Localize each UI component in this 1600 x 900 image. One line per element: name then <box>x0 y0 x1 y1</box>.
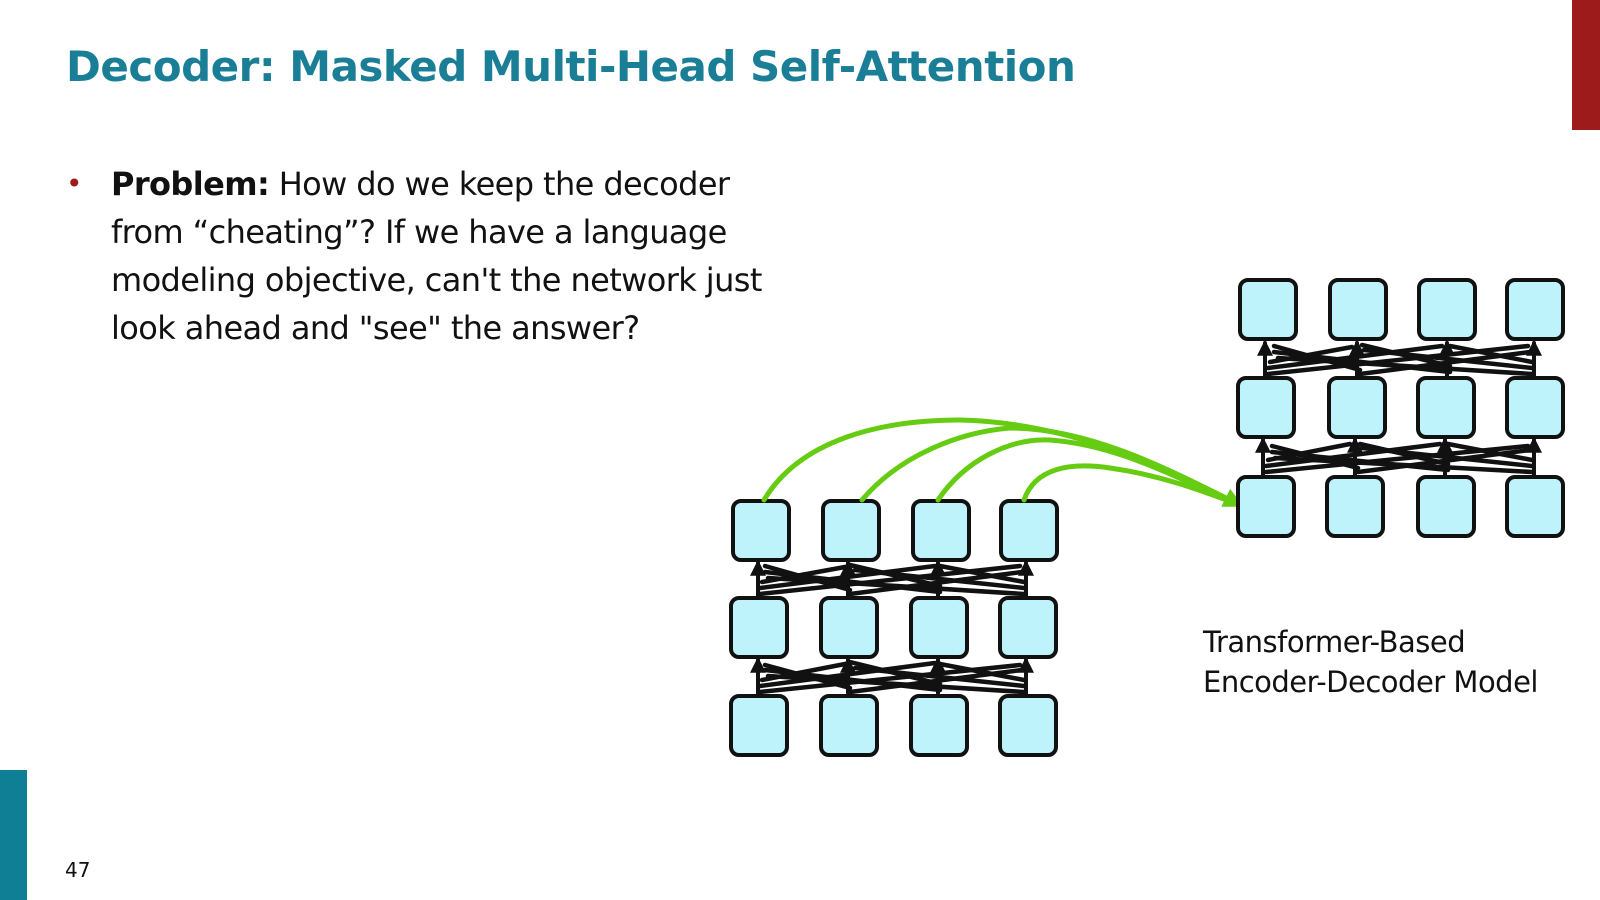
encoder-token-box <box>909 694 969 757</box>
encoder-layer-2 <box>729 596 1058 659</box>
encoder-hidden-box <box>819 596 879 659</box>
decoder-layer-1 <box>1236 475 1565 538</box>
encoder-hidden-box <box>729 596 789 659</box>
bullet-text: Problem: How do we keep the decoder from… <box>111 160 766 352</box>
encoder-token-box <box>729 694 789 757</box>
encoder-token-box <box>998 694 1058 757</box>
decoder-stack <box>1236 278 1565 538</box>
decoder-layer-3 <box>1238 278 1565 341</box>
bullet-label: Problem: <box>111 165 270 203</box>
encoder-connections <box>750 559 1034 695</box>
decoder-token-box <box>1505 475 1565 538</box>
decoder-layer-2 <box>1236 376 1565 439</box>
accent-bar-top-right <box>1572 0 1600 130</box>
slide-title: Decoder: Masked Multi-Head Self-Attentio… <box>66 42 1076 91</box>
encoder-output-box <box>731 499 791 562</box>
accent-bar-bottom-left <box>0 770 27 900</box>
decoder-token-box <box>1236 475 1296 538</box>
decoder-hidden-box <box>1236 376 1296 439</box>
decoder-output-box <box>1328 278 1388 341</box>
decoder-hidden-box <box>1416 376 1476 439</box>
encoder-output-box <box>821 499 881 562</box>
decoder-hidden-box <box>1327 376 1387 439</box>
decoder-hidden-box <box>1505 376 1565 439</box>
decoder-token-box <box>1416 475 1476 538</box>
decoder-output-box <box>1505 278 1565 341</box>
encoder-output-box <box>999 499 1059 562</box>
decoder-token-box <box>1325 475 1385 538</box>
encoder-hidden-box <box>909 596 969 659</box>
page-number: 47 <box>65 858 91 882</box>
encoder-hidden-box <box>998 596 1058 659</box>
encoder-layer-3 <box>731 499 1059 562</box>
decoder-output-box <box>1238 278 1298 341</box>
bullet-item: • Problem: How do we keep the decoder fr… <box>66 160 766 352</box>
bullet-dot-icon: • <box>66 167 83 200</box>
encoder-token-box <box>819 694 879 757</box>
encoder-stack <box>729 499 1059 757</box>
caption-line-2: Encoder-Decoder Model <box>1203 665 1539 699</box>
caption-line-1: Transformer-Based <box>1203 625 1466 659</box>
decoder-output-box <box>1417 278 1477 341</box>
cross-attention-arrows <box>761 417 1244 508</box>
diagram-caption: Transformer-Based Encoder-Decoder Model <box>1203 622 1539 702</box>
encoder-output-box <box>911 499 971 562</box>
decoder-connections <box>1255 339 1542 477</box>
encoder-layer-1 <box>729 694 1058 757</box>
bullet-body: How do we keep the decoder from “cheatin… <box>111 165 762 347</box>
